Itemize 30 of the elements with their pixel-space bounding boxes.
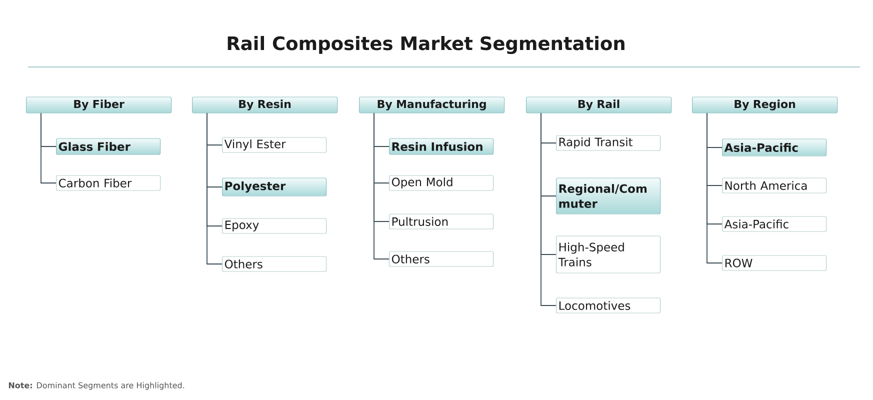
segment-box: Vinyl Ester [222,137,327,153]
segment-box: Polyester [222,178,327,196]
connector-line [540,112,556,306]
category-header: By Resin [192,96,338,114]
connector-line [374,112,390,260]
segment-box: Regional/Com muter [556,178,661,214]
segment-box: Others [389,251,494,267]
category-header: By Rail [526,96,672,114]
segment-box: ROW [722,255,827,271]
segment-box: Others [222,256,327,272]
category-header: By Region [692,96,838,114]
segment-box: Carbon Fiber [56,175,161,191]
segment-box: Open Mold [389,175,494,191]
note: Note: Dominant Segments are Highlighted. [8,382,184,390]
category-header: By Fiber [26,96,172,114]
segment-box: Locomotives [556,298,661,314]
segment-box: Asia-Pacific [722,138,827,156]
connector-line [40,112,56,184]
title: Rail Composites Market Segmentation [228,36,624,54]
segment-box: High-Speed Trains [556,236,661,274]
segment-box: Asia-Pacific [722,216,827,232]
category-header: By Manufacturing [359,96,505,114]
segment-box: Epoxy [222,218,327,234]
connector-line [206,112,222,264]
segment-box: Pultrusion [389,214,494,230]
segment-box: North America [722,178,827,194]
segment-box: Glass Fiber [56,138,161,155]
segment-box: Resin Infusion [389,138,494,155]
connector-line [706,112,722,264]
segment-box: Rapid Transit [556,135,661,151]
